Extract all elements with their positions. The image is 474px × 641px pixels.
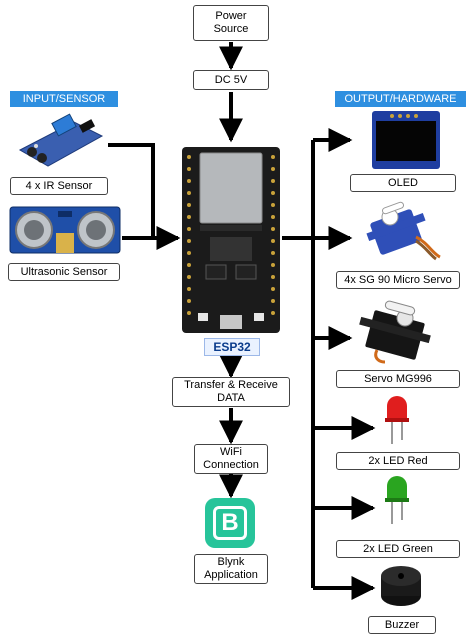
ir-sensor-image [18,113,104,167]
blynk-application-box: Blynk Application [194,554,268,584]
output-hardware-header: OUTPUT/HARDWARE [335,91,466,107]
power-source-box: Power Source [193,5,269,41]
led-green-image [385,476,409,524]
transfer-receive-box: Transfer & Receive DATA [172,377,290,407]
led-red-image [385,396,409,444]
ultrasonic-sensor-label: Ultrasonic Sensor [8,263,120,281]
led-red-label: 2x LED Red [336,452,460,470]
sg90-servo-label: 4x SG 90 Micro Servo [336,271,460,289]
led-green-label: 2x LED Green [336,540,460,558]
oled-image [372,111,440,169]
sg90-servo-image [366,201,441,261]
esp32-label: ESP32 [204,338,260,356]
dc-5v-box: DC 5V [193,70,269,90]
buzzer-image [381,566,421,606]
input-sensor-header: INPUT/SENSOR [10,91,118,107]
oled-label: OLED [350,174,456,192]
blynk-logo-letter: B [213,506,247,540]
wifi-connection-box: WiFi Connection [194,444,268,474]
buzzer-label: Buzzer [368,616,436,634]
ir-sensor-label: 4 x IR Sensor [10,177,108,195]
ultrasonic-sensor-image [9,206,121,254]
esp32-board-image [182,147,280,333]
mg996-servo-label: Servo MG996 [336,370,460,388]
blynk-logo-icon: B [205,498,255,548]
mg996-servo-image [359,300,431,364]
